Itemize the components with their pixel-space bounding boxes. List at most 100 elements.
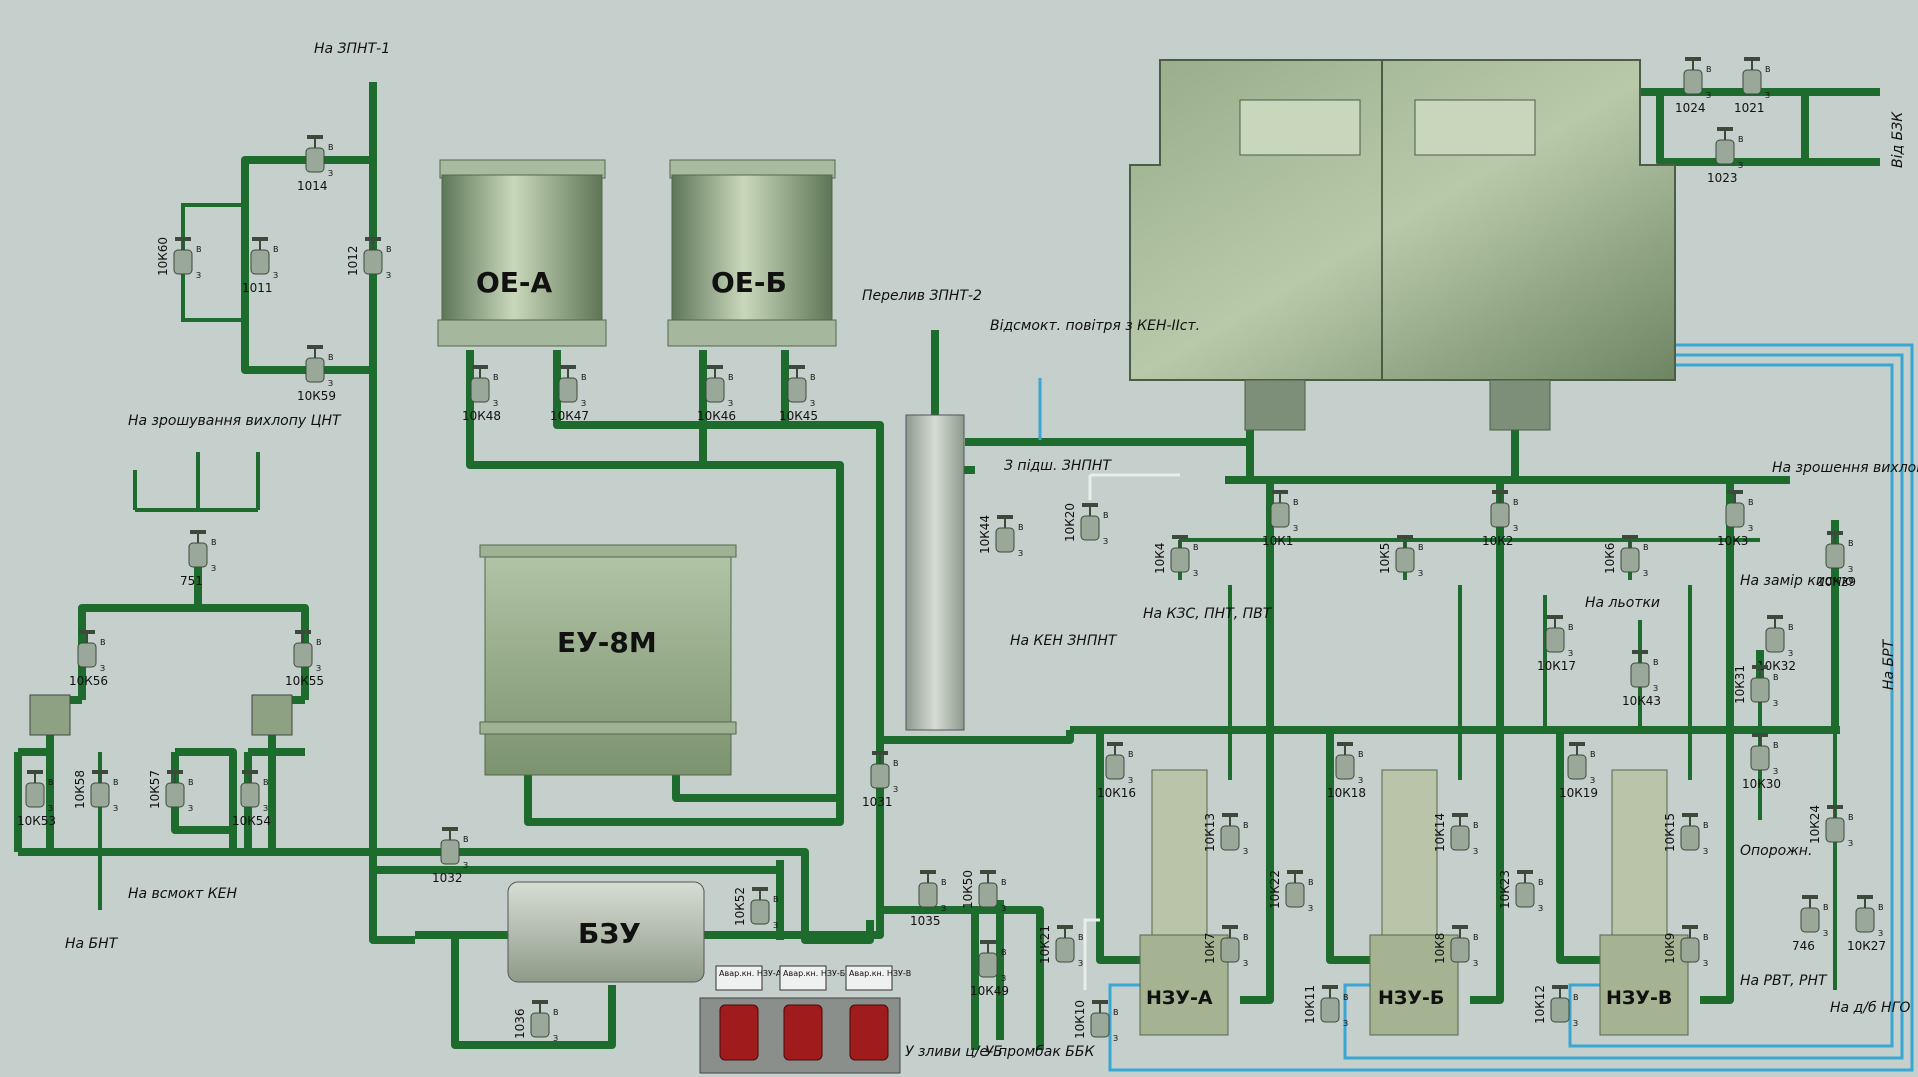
valve-mark-z: З [773, 921, 778, 930]
valve-tag: 10К14 [1433, 813, 1447, 852]
valve-handwheel-icon [1752, 733, 1768, 737]
valve-body-icon [1320, 997, 1340, 1023]
valve-handwheel-icon [1622, 535, 1638, 539]
valve-mark-z: З [196, 271, 201, 280]
valve-mark-z: З [1748, 524, 1753, 533]
valve-tag: 10К23 [1498, 870, 1512, 909]
valve-tag: 10К15 [1663, 813, 1677, 852]
valve-mark-z: З [1358, 776, 1363, 785]
valve-tag: 10К17 [1537, 659, 1576, 673]
valve-handwheel-icon [1552, 985, 1568, 989]
label-to-brt: На БРТ [1881, 638, 1897, 690]
valve-mark-z: З [1308, 904, 1313, 913]
valve-body-icon [1395, 547, 1415, 573]
alarm-button-nzu-a[interactable]: Авар.кн. НЗУ-А [715, 965, 782, 1061]
valve-handwheel-icon [472, 365, 488, 369]
valve-handwheel-icon [27, 770, 43, 774]
valve-body-icon [1680, 825, 1700, 851]
valve-body-icon [173, 249, 193, 275]
label-to-prombak: У промбак ББК [985, 1044, 1095, 1060]
valve-tag: 10К60 [156, 237, 170, 276]
alarm-button-nzu-b[interactable]: Авар.кн. НЗУ-Б [779, 965, 845, 1061]
valve-tag: 1023 [1707, 171, 1738, 185]
nzu-b-label: НЗУ-Б [1378, 987, 1444, 1009]
valve-body-icon [1490, 502, 1510, 528]
valve-mark-z: З [1653, 684, 1658, 693]
valve-handwheel-icon [1287, 870, 1303, 874]
label-from-pidsh: З підш. ЗНПНТ [1004, 458, 1112, 474]
label-to-lotky: На льотки [1585, 595, 1660, 611]
valve-mark-b: В [1703, 933, 1709, 942]
valve-handwheel-icon [1632, 650, 1648, 654]
valve-mark-b: В [728, 373, 734, 382]
valve-mark-b: В [553, 1008, 559, 1017]
alarm-button-nzu-v[interactable]: Авар.кн. НЗУ-В [845, 965, 911, 1061]
valve-mark-z: З [1788, 649, 1793, 658]
valve-tag: 10К20 [1063, 503, 1077, 542]
valve-mark-b: В [1653, 658, 1659, 667]
valve-mark-z: З [1473, 959, 1478, 968]
valve-body-icon [1567, 754, 1587, 780]
valve-body-icon [1765, 627, 1785, 653]
valve-mark-b: В [1848, 539, 1854, 548]
